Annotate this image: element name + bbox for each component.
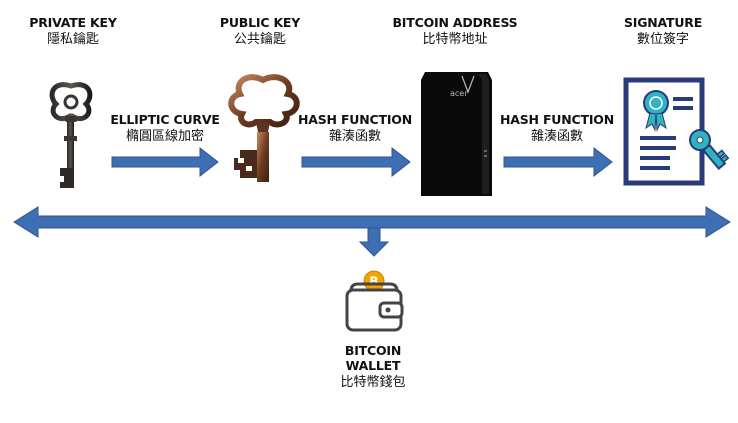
double-arrow-bar — [13, 206, 731, 238]
node-label-bitcoin-address: BITCOIN ADDRESS 比特幣地址 — [385, 15, 525, 48]
arrow-label-hash-function-1: HASH FUNCTION 雜湊函數 — [290, 112, 420, 145]
node-label-en: PRIVATE KEY — [29, 15, 117, 30]
node-label-public-key: PUBLIC KEY 公共鑰匙 — [205, 15, 315, 48]
node-label-en: SIGNATURE — [623, 15, 703, 30]
arrow-hash-function-1 — [301, 146, 411, 178]
arrow-label-elliptic-curve: ELLIPTIC CURVE 橢圓區線加密 — [105, 112, 225, 145]
wallet-label-en-2: WALLET — [345, 358, 401, 373]
wallet-label-en-1: BITCOIN — [344, 343, 402, 358]
bronze-key-icon — [228, 74, 300, 182]
antique-key-icon — [49, 82, 93, 188]
arrow-label-en: ELLIPTIC CURVE — [110, 112, 220, 127]
arrow-down-to-wallet — [358, 227, 390, 257]
node-label-zh: 數位簽字 — [636, 32, 689, 47]
arrow-label-zh: 雜湊函數 — [328, 129, 381, 144]
computer-brand: acer — [450, 89, 468, 98]
arrow-label-en: HASH FUNCTION — [500, 112, 614, 127]
arrow-label-hash-function-2: HASH FUNCTION 雜湊函數 — [492, 112, 622, 145]
arrow-label-zh: 橢圓區線加密 — [125, 129, 204, 144]
certificate-icon — [623, 77, 730, 186]
node-label-private-key: PRIVATE KEY 隱私鑰匙 — [18, 15, 128, 48]
node-label-zh: 公共鑰匙 — [233, 32, 286, 47]
bitcoin-wallet-icon: B — [345, 270, 404, 332]
node-label-en: PUBLIC KEY — [219, 15, 301, 30]
arrow-label-en: HASH FUNCTION — [298, 112, 412, 127]
node-label-en: BITCOIN ADDRESS — [392, 15, 518, 30]
node-label-zh: 比特幣地址 — [422, 32, 488, 47]
wallet-label-zh: 比特幣錢包 — [340, 375, 406, 390]
arrow-label-zh: 雜湊函數 — [530, 129, 583, 144]
node-label-signature: SIGNATURE 數位簽字 — [608, 15, 718, 48]
wallet-label: BITCOIN WALLET 比特幣錢包 — [318, 343, 428, 391]
arrow-hash-function-2 — [503, 146, 613, 178]
node-label-zh: 隱私鑰匙 — [46, 32, 99, 47]
arrow-elliptic-curve — [111, 146, 219, 178]
desktop-tower-icon: acer — [421, 72, 492, 196]
svg-text:B: B — [369, 275, 378, 289]
